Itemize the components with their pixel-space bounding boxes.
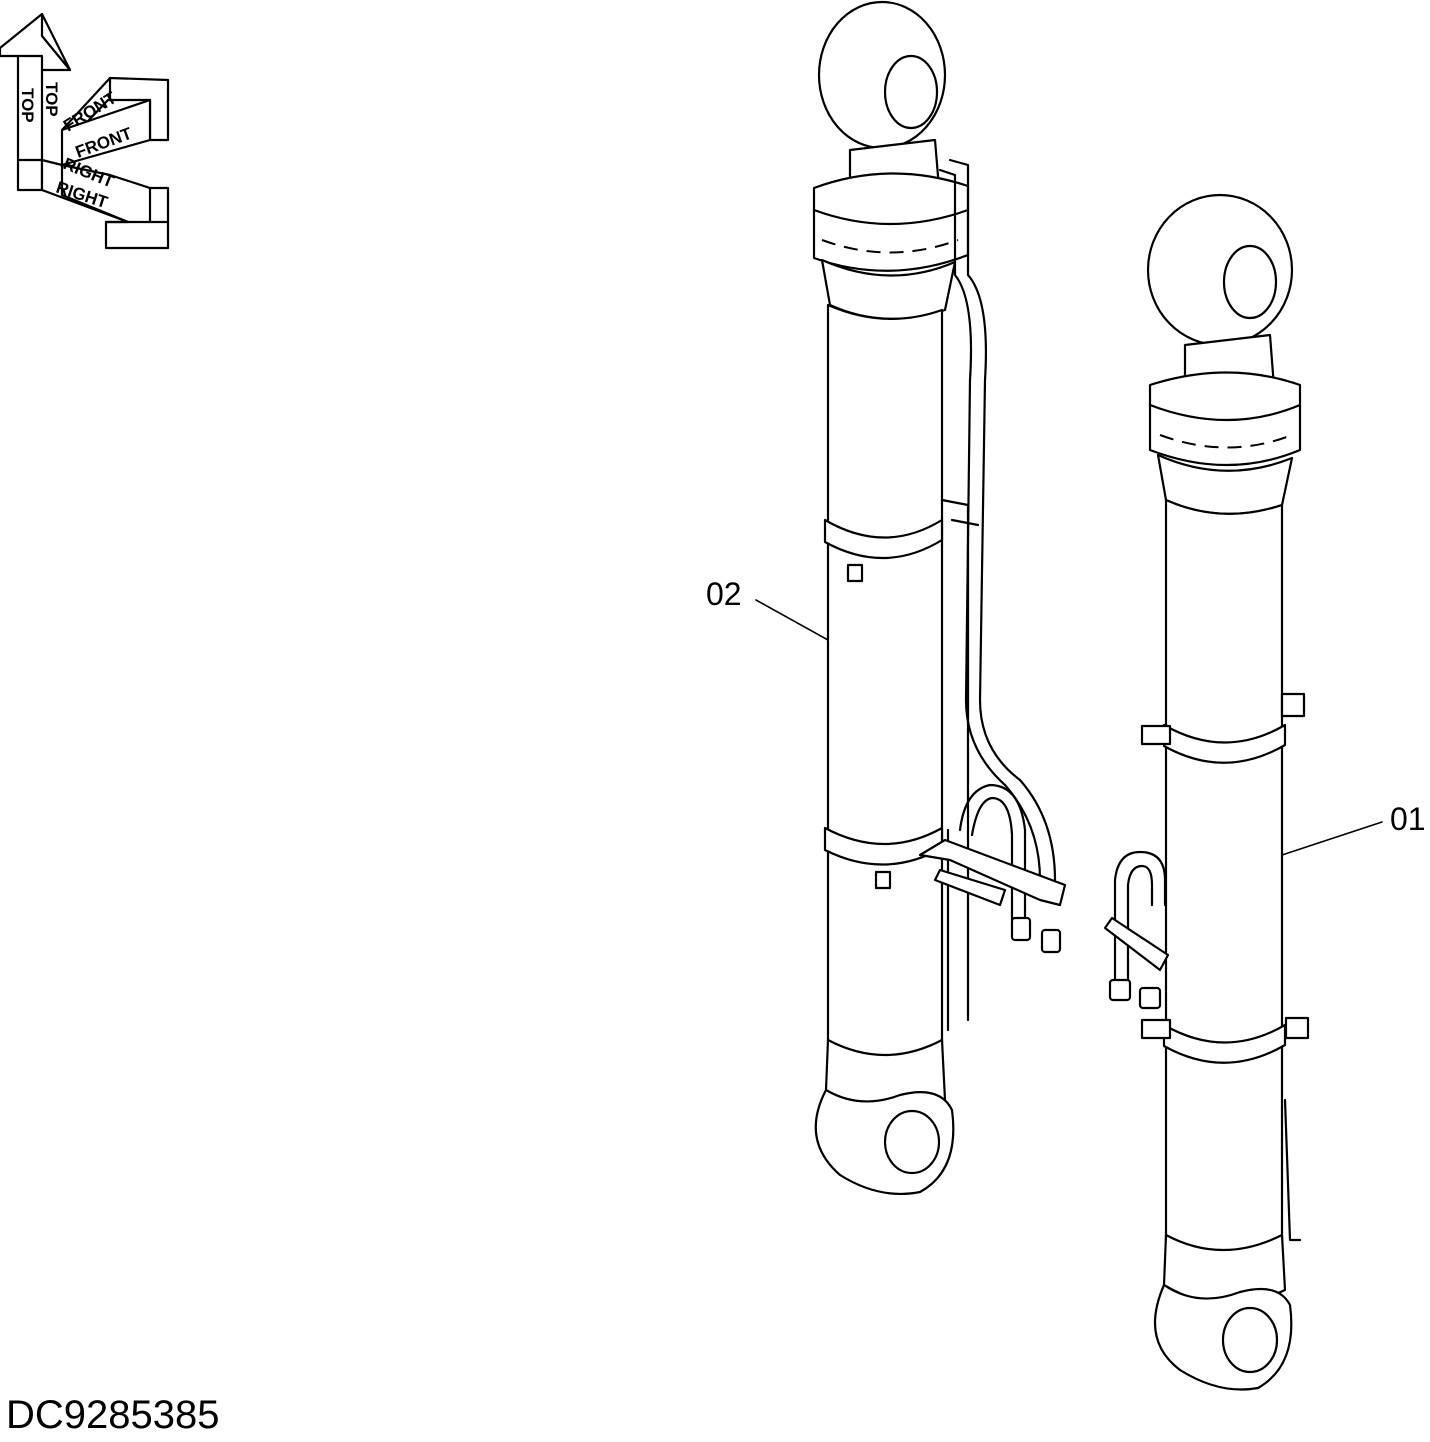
- orientation-indicator: TOP TOP FRONT FRONT RIGHT RIGHT: [0, 12, 170, 250]
- cylinder-01: [1103, 193, 1310, 1391]
- callout-01: 01: [1281, 801, 1426, 856]
- document-id: DC9285385: [6, 1393, 220, 1437]
- callout-02-label: 02: [706, 576, 742, 612]
- top-label-2: TOP: [42, 82, 61, 117]
- callout-02: 02: [706, 576, 829, 641]
- cylinder-02: [812, 0, 1067, 1195]
- top-label: TOP: [18, 88, 37, 123]
- right-arrow-icon: [40, 158, 170, 250]
- callout-01-label: 01: [1390, 801, 1426, 837]
- callout-01-leader: [1281, 821, 1383, 856]
- rod-eye: [1146, 193, 1294, 347]
- rod-eye: [817, 0, 947, 150]
- front-arrow-icon: [60, 76, 170, 167]
- callout-02-leader: [755, 599, 829, 641]
